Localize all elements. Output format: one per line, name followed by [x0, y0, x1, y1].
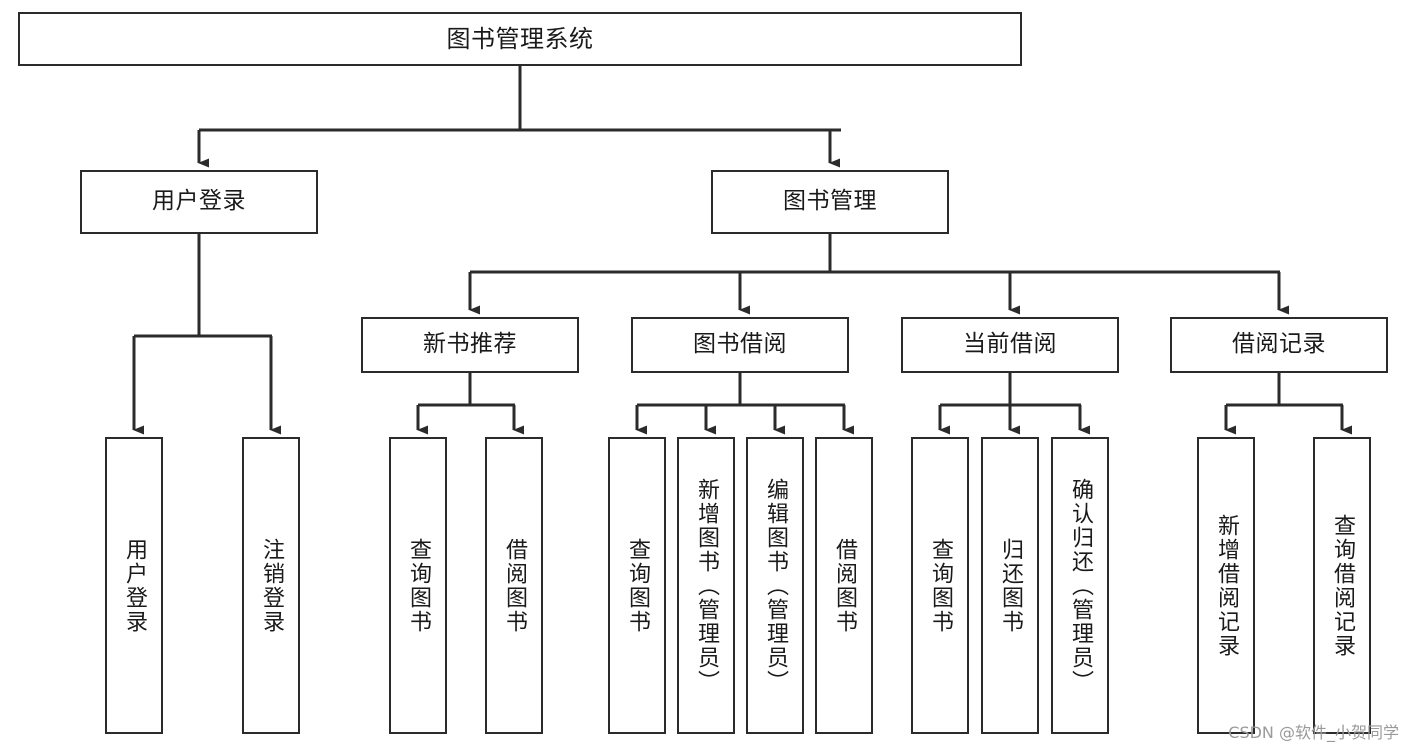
node-current-borrowing[interactable]: 当前借阅 — [901, 317, 1119, 373]
node-label: 编辑图书（管理员） — [762, 477, 788, 694]
node-label: 查询图书 — [405, 537, 431, 634]
node-label: 查询借阅记录 — [1329, 513, 1355, 658]
node-borrowing-records[interactable]: 借阅记录 — [1170, 317, 1388, 373]
node-root-book-management-system[interactable]: 图书管理系统 — [18, 12, 1022, 66]
leaf-new-book-borrow-book[interactable]: 借阅图书 — [485, 437, 543, 734]
leaf-new-book-query-book[interactable]: 查询图书 — [389, 437, 447, 734]
node-label: 新增图书（管理员） — [693, 477, 719, 694]
leaf-book-borrow-add-book-admin[interactable]: 新增图书（管理员） — [677, 437, 735, 734]
node-label: 借阅图书 — [501, 537, 527, 634]
node-label: 图书借阅 — [693, 331, 787, 358]
node-label: 图书管理 — [783, 188, 877, 215]
leaf-book-borrow-query-book[interactable]: 查询图书 — [608, 437, 666, 734]
node-label: 新书推荐 — [423, 331, 517, 358]
leaf-user-login-logout[interactable]: 注销登录 — [242, 437, 300, 734]
node-label: 注销登录 — [258, 537, 284, 634]
node-new-book-recommendation[interactable]: 新书推荐 — [361, 317, 579, 373]
node-label: 查询图书 — [927, 537, 953, 634]
node-label: 用户登录 — [152, 188, 246, 215]
node-label: 确认归还（管理员） — [1067, 477, 1093, 694]
node-label: 用户登录 — [121, 537, 147, 634]
leaf-book-borrow-edit-book-admin[interactable]: 编辑图书（管理员） — [746, 437, 804, 734]
leaf-user-login-login[interactable]: 用户登录 — [105, 437, 163, 734]
node-label: 图书管理系统 — [446, 24, 594, 53]
node-label: 借阅记录 — [1232, 331, 1326, 358]
node-label: 当前借阅 — [963, 331, 1057, 358]
node-label: 查询图书 — [624, 537, 650, 634]
node-book-management[interactable]: 图书管理 — [711, 170, 949, 234]
leaf-borrow-record-add-record[interactable]: 新增借阅记录 — [1197, 437, 1255, 734]
node-label: 借阅图书 — [831, 537, 857, 634]
node-label: 归还图书 — [997, 537, 1023, 634]
watermark-text: CSDN @软件_小贺同学 — [1228, 723, 1399, 742]
leaf-current-borrow-return-book[interactable]: 归还图书 — [981, 437, 1039, 734]
leaf-borrow-record-query-record[interactable]: 查询借阅记录 — [1313, 437, 1371, 734]
node-user-login[interactable]: 用户登录 — [80, 170, 318, 234]
node-label: 新增借阅记录 — [1213, 513, 1239, 658]
leaf-book-borrow-borrow-book[interactable]: 借阅图书 — [815, 437, 873, 734]
node-book-borrowing[interactable]: 图书借阅 — [631, 317, 849, 373]
leaf-current-borrow-query-book[interactable]: 查询图书 — [911, 437, 969, 734]
leaf-current-borrow-confirm-return-admin[interactable]: 确认归还（管理员） — [1051, 437, 1109, 734]
